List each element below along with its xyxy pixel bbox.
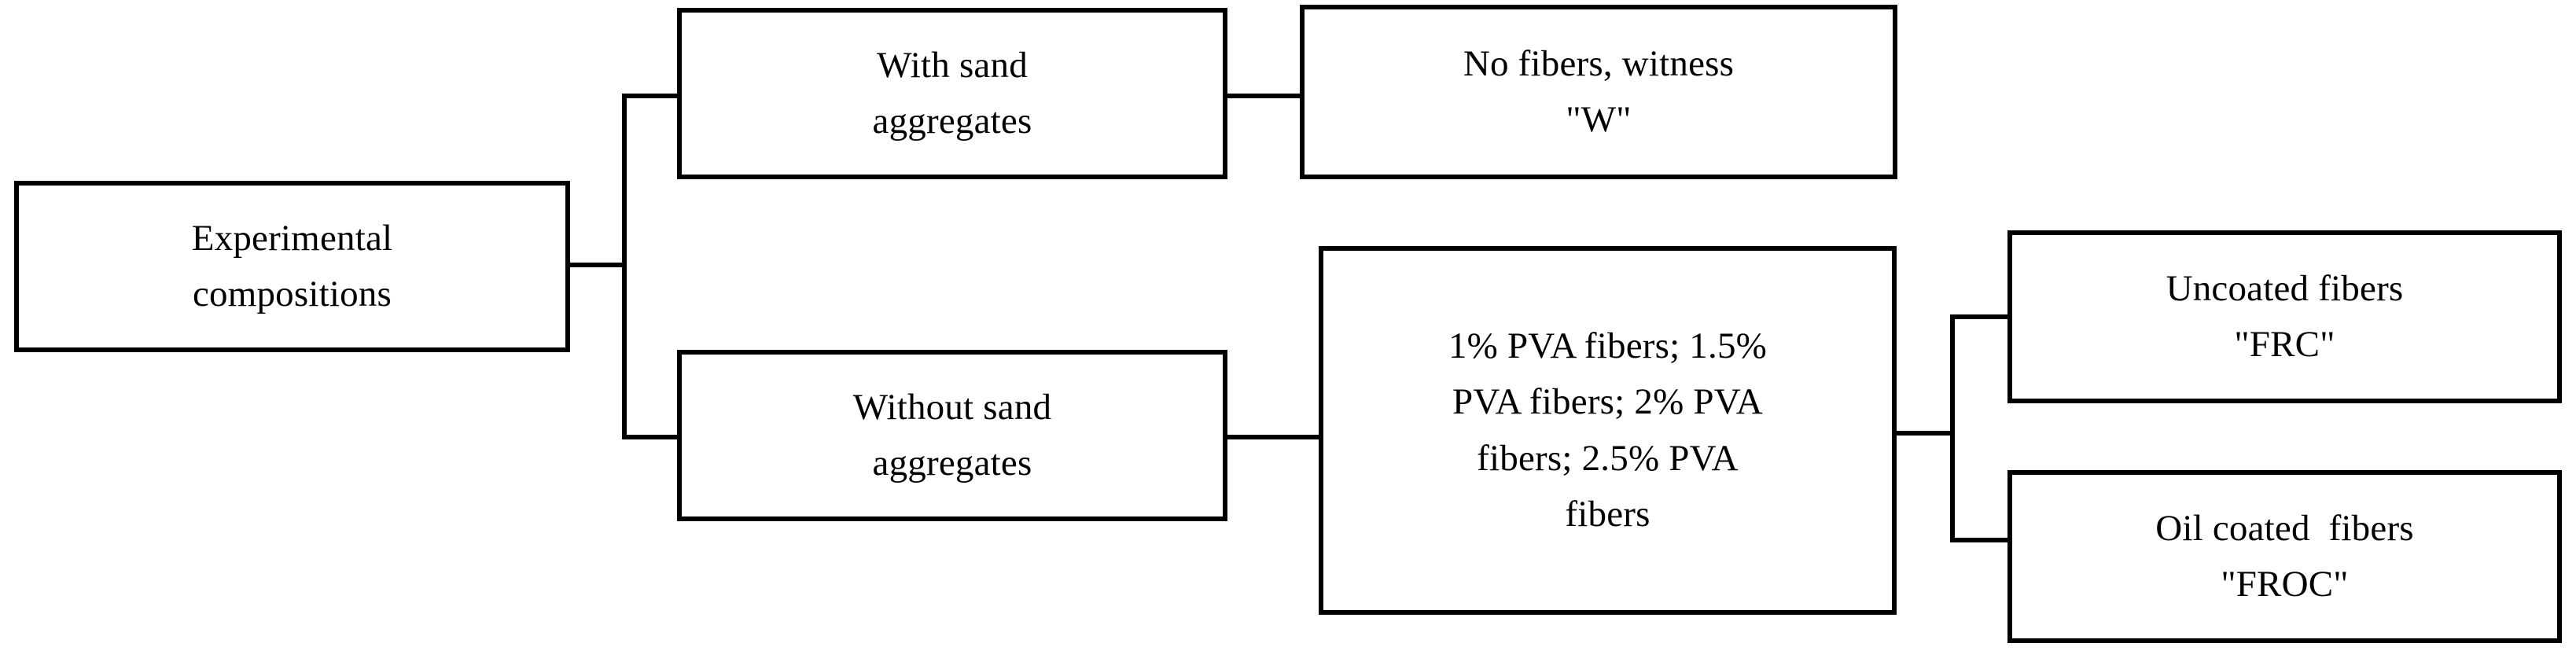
node-uncoated-line-1: Uncoated fibers [2166,267,2404,309]
connector-with-sand-to-witness [1224,94,1303,98]
node-experimental-compositions[interactable]: Experimental compositions [14,181,570,352]
node-witness-line-1: No fibers, witness [1463,42,1735,84]
connector-to-without-sand [622,435,680,439]
connector-to-oil-coated [1950,538,2011,542]
node-no-fibers-witness[interactable]: No fibers, witness "W" [1300,5,1897,179]
node-with-sand-line-2: aggregates [872,101,1032,142]
connector-to-with-sand [622,94,680,98]
node-root-line-2: compositions [192,274,392,314]
connector-without-sand-to-pva [1224,435,1322,439]
node-pva-line-4: fibers [1565,493,1650,535]
connector-pva-stub [1893,431,1955,436]
node-uncoated-fibers-frc[interactable]: Uncoated fibers "FRC" [2007,230,2562,403]
node-pva-fiber-dosages[interactable]: 1% PVA fibers; 1.5% PVA fibers; 2% PVA f… [1319,246,1897,615]
node-pva-line-3: fibers; 2.5% PVA [1477,437,1739,479]
node-oil-coated-line-1: Oil coated fibers [2155,507,2414,549]
node-pva-line-1: 1% PVA fibers; 1.5% [1448,325,1768,366]
node-pva-line-2: PVA fibers; 2% PVA [1452,381,1763,423]
node-witness-line-2: "W" [1566,99,1632,140]
connector-level3-trunk [1950,314,1955,542]
node-without-sand-aggregates[interactable]: Without sand aggregates [677,350,1227,521]
node-with-sand-aggregates[interactable]: With sand aggregates [677,8,1227,179]
connector-root-stub [569,263,627,267]
node-root-line-1: Experimental [191,217,393,259]
node-without-sand-line-1: Without sand [852,386,1052,428]
connector-level1-trunk [622,94,627,439]
connector-to-uncoated [1950,314,2011,319]
node-oil-coated-fibers-froc[interactable]: Oil coated fibers "FROC" [2007,470,2562,643]
node-without-sand-line-2: aggregates [872,443,1032,483]
node-oil-coated-line-2: "FROC" [2221,564,2349,605]
node-with-sand-line-1: With sand [877,44,1028,86]
node-uncoated-line-2: "FRC" [2234,324,2335,365]
